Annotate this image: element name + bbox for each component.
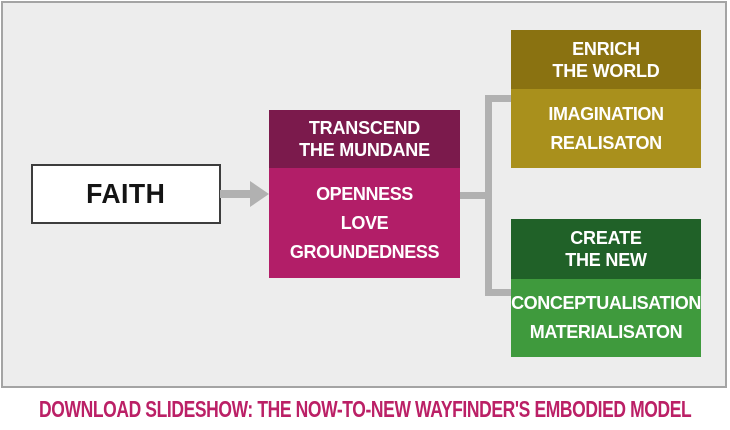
arrow-head-icon (250, 181, 269, 207)
connector-branch-bottom (485, 289, 512, 296)
faith-label: FAITH (86, 178, 166, 209)
enrich-item-imagination: IMAGINATION (548, 103, 664, 124)
transcend-node-body: OPENNESS LOVE GROUNDEDNESS (269, 168, 460, 278)
create-node-title: CREATE THE NEW (511, 219, 701, 279)
footer: DOWNLOAD SLIDESHOW: THE NOW-TO-NEW WAYFI… (0, 388, 730, 430)
faith-box: FAITH (31, 164, 221, 224)
enrich-node-title: ENRICH THE WORLD (511, 30, 701, 89)
transcend-node-title: TRANSCEND THE MUNDANE (269, 110, 460, 168)
create-node-body: CONCEPTUALISATION MATERIALISATON (511, 279, 701, 357)
download-slideshow-link[interactable]: DOWNLOAD SLIDESHOW: THE NOW-TO-NEW WAYFI… (38, 395, 692, 422)
connector-branch-top (485, 95, 512, 102)
create-the-new-node: CREATE THE NEW CONCEPTUALISATION MATERIA… (511, 219, 701, 357)
diagram-canvas: FAITH TRANSCEND THE MUNDANE OPENNESS LOV… (1, 1, 727, 388)
enrich-item-realisaton: REALISATON (550, 132, 662, 153)
create-item-conceptualisation: CONCEPTUALISATION (511, 293, 701, 313)
transcend-item-openness: OPENNESS (316, 183, 413, 204)
connector-stub (459, 192, 492, 199)
connector-vertical (485, 95, 492, 296)
enrich-node-body: IMAGINATION REALISATON (511, 89, 701, 168)
transcend-the-mundane-node: TRANSCEND THE MUNDANE OPENNESS LOVE GROU… (269, 110, 460, 278)
arrow-right-icon (220, 190, 254, 198)
transcend-item-groundedness: GROUNDEDNESS (289, 241, 440, 262)
create-item-materialisaton: MATERIALISATON (529, 322, 683, 342)
enrich-the-world-node: ENRICH THE WORLD IMAGINATION REALISATON (511, 30, 701, 168)
transcend-item-love: LOVE (340, 212, 389, 233)
